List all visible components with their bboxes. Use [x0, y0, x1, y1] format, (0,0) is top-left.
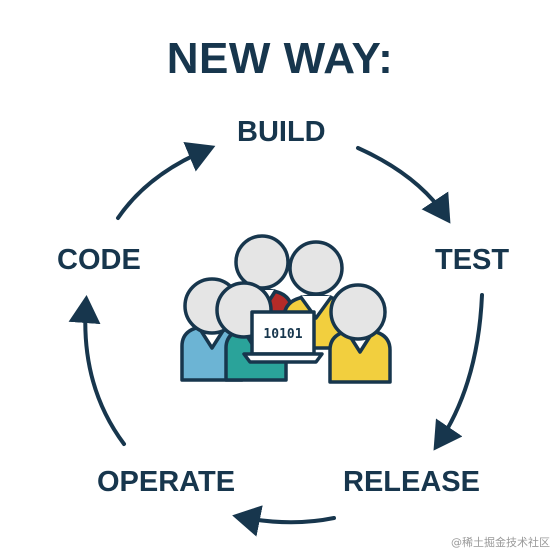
person-yellow-front	[328, 283, 392, 384]
stage-release-label: RELEASE	[343, 466, 480, 498]
watermark: @稀土掘金技术社区	[451, 536, 550, 549]
diagram-title: NEW WAY:	[166, 34, 394, 83]
arrow-code-to-build	[116, 141, 216, 220]
stage-build-label: BUILD	[237, 116, 326, 148]
arrow-release-to-operate	[232, 505, 336, 537]
stage-code-label: CODE	[57, 244, 141, 276]
laptop-code-text: 10101	[263, 327, 302, 342]
arrow-operate-to-code	[68, 295, 126, 446]
arrow-test-to-release	[433, 293, 484, 451]
laptop	[242, 310, 324, 364]
stage-test-label: TEST	[435, 244, 510, 276]
arrow-build-to-test	[356, 146, 451, 224]
stage-operate-label: OPERATE	[97, 466, 236, 498]
